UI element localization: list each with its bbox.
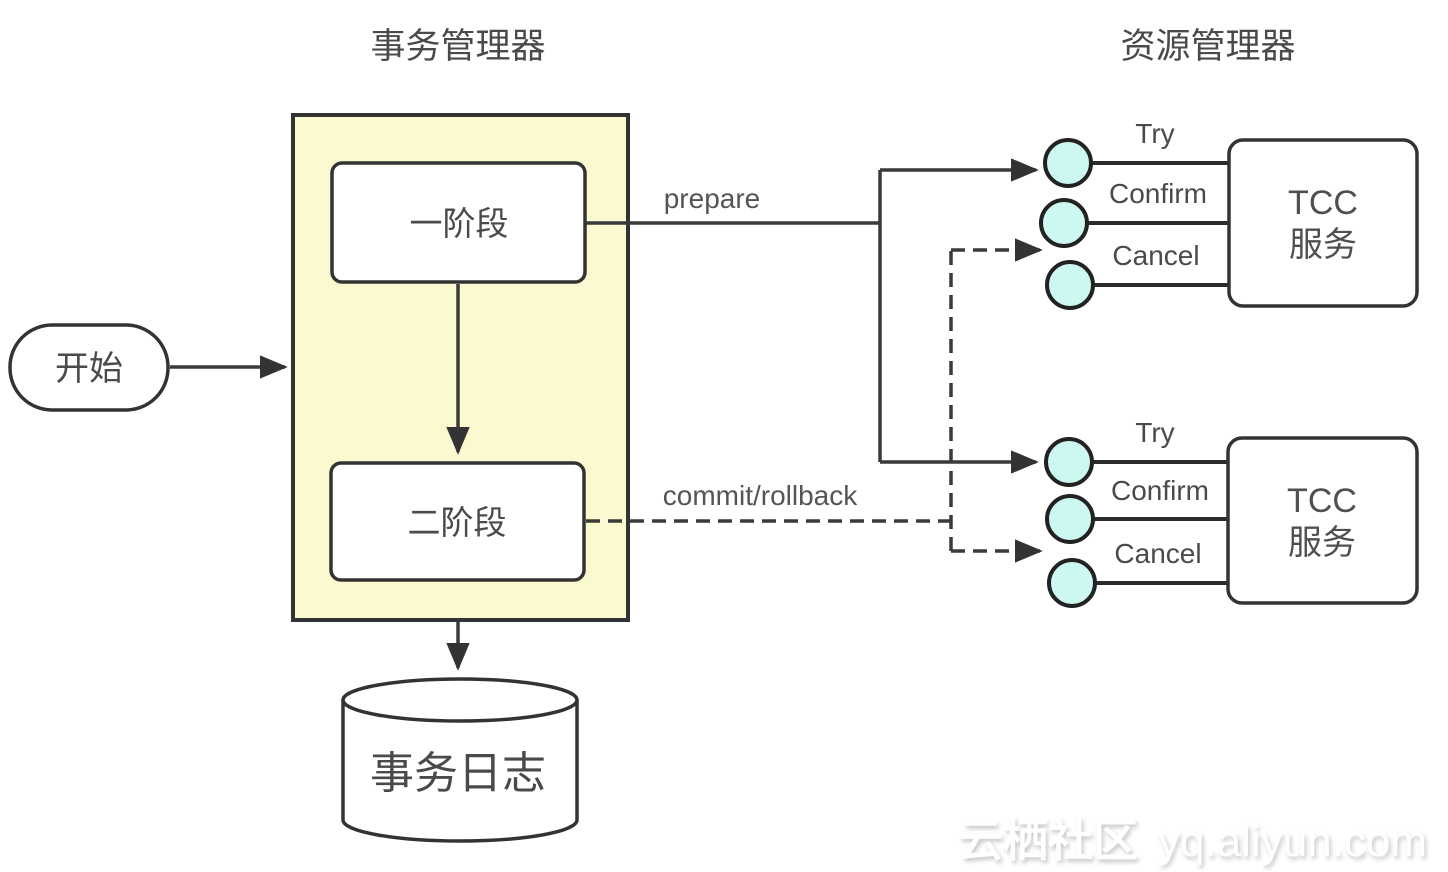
tcc2-service-name-line1: TCC [1287,482,1357,520]
watermark-url: yq.aliyun.com [1158,817,1427,866]
tcc2-cancel-label: Cancel [1114,538,1201,569]
transaction-manager-title: 事务管理器 [370,27,545,66]
watermark-brand: 云栖社区 [958,815,1138,866]
tcc1-service-name-line1: TCC [1288,184,1358,222]
prepare-edges: prepare [586,158,1039,474]
phase2-node: 二阶段 [329,461,586,582]
start-node-shape [8,323,170,412]
tcc1-cancel-port [1045,260,1095,310]
tcc2-try-label: Try [1135,417,1174,448]
tcc1-try-port [1043,138,1093,188]
start-node-label: 开始 [55,350,123,388]
phase1-node-shape [330,161,587,284]
transaction-manager-panel: 一阶段 二阶段 [291,113,630,622]
tcc1-service-name-line2: 服务 [1289,226,1357,264]
tcc2-try-port [1044,437,1094,487]
start-node: 开始 [8,323,170,412]
phase2-node-shape [329,461,586,582]
tcc2-confirm-port [1045,494,1095,544]
tcc1-try-label: Try [1135,118,1174,149]
phase1-label: 一阶段 [410,205,509,242]
tcc1-service-box [1227,138,1419,308]
log-cylinder-body [341,700,579,843]
transaction-log-label: 事务日志 [370,749,546,798]
tcc-service-2: Try Confirm Cancel TCC 服务 [1044,417,1419,608]
phase1-node: 一阶段 [330,161,587,284]
resource-manager-title: 资源管理器 [1120,27,1295,66]
watermark: 云栖社区 yq.aliyun.com [958,815,1427,866]
tcc1-cancel-label: Cancel [1112,240,1199,271]
transaction-log: 事务日志 [341,622,579,843]
tcc2-confirm-label: Confirm [1111,475,1209,506]
commit-rollback-edges: commit/rollback [586,238,1043,563]
tcc2-service-box [1226,436,1419,605]
phase2-label: 二阶段 [408,504,507,541]
tcc1-confirm-label: Confirm [1109,178,1207,209]
log-cylinder-top [341,677,579,723]
commit-rollback-edge-label: commit/rollback [663,480,858,511]
prepare-edge-label: prepare [664,183,761,214]
tcc2-service-name-line2: 服务 [1288,524,1356,562]
tcc1-confirm-port [1039,198,1089,248]
tcc-service-1: Try Confirm Cancel TCC 服务 [1039,118,1419,310]
tcc2-cancel-port [1047,558,1097,608]
